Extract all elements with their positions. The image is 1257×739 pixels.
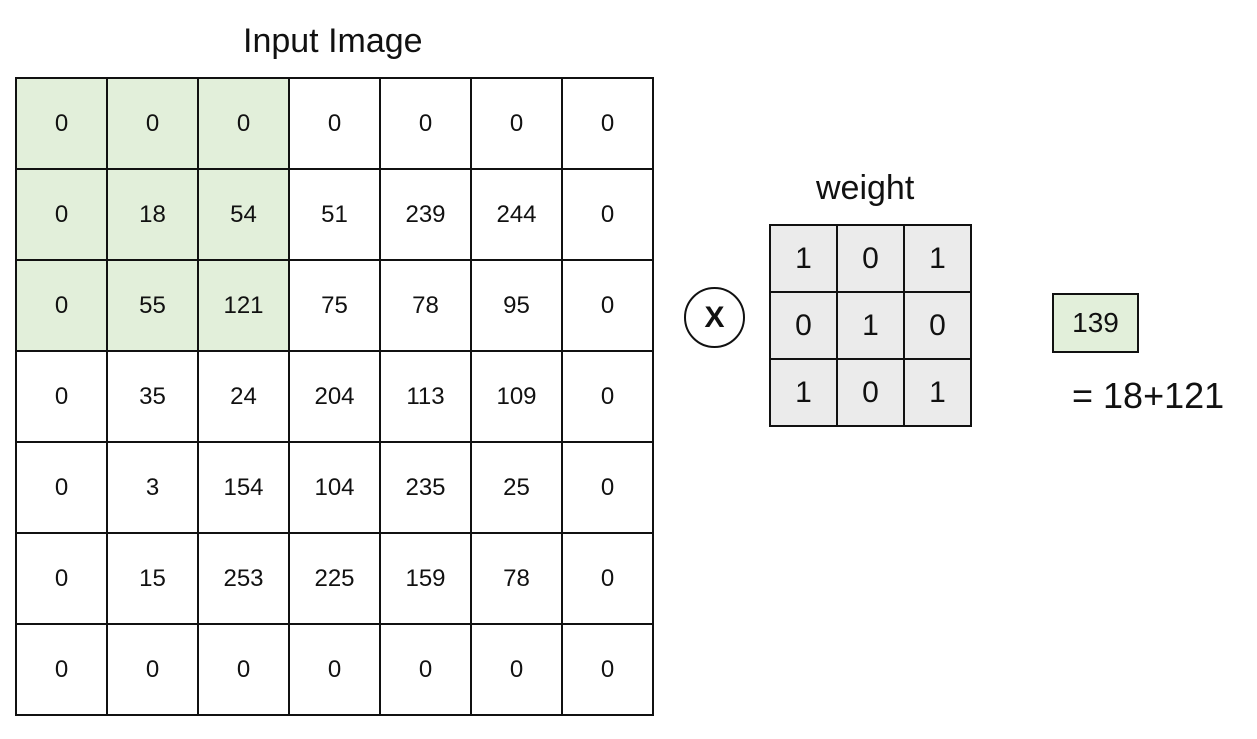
- input-cell: 78: [379, 259, 472, 352]
- input-cell: 51: [288, 168, 381, 261]
- input-cell: 235: [379, 441, 472, 534]
- input-row: 0 15 253 225 159 78 0: [15, 532, 654, 625]
- input-cell: 0: [197, 77, 290, 170]
- input-cell: 154: [197, 441, 290, 534]
- input-cell: 0: [197, 623, 290, 716]
- input-row: 0 35 24 204 113 109 0: [15, 350, 654, 443]
- input-cell: 0: [15, 259, 108, 352]
- input-cell: 225: [288, 532, 381, 625]
- input-cell: 3: [106, 441, 199, 534]
- input-cell: 0: [561, 259, 654, 352]
- input-cell: 239: [379, 168, 472, 261]
- input-image-grid: 0 0 0 0 0 0 0 0 18 54 51 239 244 0 0 55 …: [15, 77, 654, 716]
- input-cell: 0: [561, 532, 654, 625]
- input-cell: 0: [15, 77, 108, 170]
- input-cell: 0: [106, 77, 199, 170]
- input-cell: 159: [379, 532, 472, 625]
- input-cell: 0: [470, 77, 563, 170]
- input-cell: 0: [470, 623, 563, 716]
- input-row: 0 55 121 75 78 95 0: [15, 259, 654, 352]
- weight-cell: 1: [769, 224, 838, 293]
- weight-cell: 0: [836, 358, 905, 427]
- input-cell: 0: [288, 623, 381, 716]
- input-cell: 0: [15, 623, 108, 716]
- weight-cell: 1: [903, 358, 972, 427]
- input-cell: 0: [15, 441, 108, 534]
- input-cell: 55: [106, 259, 199, 352]
- input-row: 0 0 0 0 0 0 0: [15, 623, 654, 716]
- input-cell: 15: [106, 532, 199, 625]
- input-cell: 0: [15, 168, 108, 261]
- weight-row: 1 0 1: [769, 224, 972, 293]
- input-cell: 0: [561, 168, 654, 261]
- input-row: 0 0 0 0 0 0 0: [15, 77, 654, 170]
- input-cell: 253: [197, 532, 290, 625]
- input-cell: 75: [288, 259, 381, 352]
- weight-cell: 1: [903, 224, 972, 293]
- weight-title: weight: [816, 169, 915, 207]
- weight-cell: 1: [769, 358, 838, 427]
- input-cell: 0: [379, 623, 472, 716]
- input-cell: 0: [15, 350, 108, 443]
- weight-row: 0 1 0: [769, 291, 972, 360]
- weight-cell: 0: [769, 291, 838, 360]
- weight-row: 1 0 1: [769, 358, 972, 427]
- input-cell: 109: [470, 350, 563, 443]
- input-cell: 18: [106, 168, 199, 261]
- input-row: 0 18 54 51 239 244 0: [15, 168, 654, 261]
- input-cell: 0: [379, 77, 472, 170]
- input-cell: 95: [470, 259, 563, 352]
- input-cell: 104: [288, 441, 381, 534]
- input-cell: 244: [470, 168, 563, 261]
- input-cell: 113: [379, 350, 472, 443]
- result-value-box: 139: [1052, 293, 1139, 353]
- input-cell: 0: [561, 77, 654, 170]
- multiply-operator-icon: X: [684, 287, 745, 348]
- result-equation: = 18+121: [1072, 375, 1225, 416]
- input-cell: 204: [288, 350, 381, 443]
- weight-cell: 1: [836, 291, 905, 360]
- input-image-title: Input Image: [243, 22, 423, 60]
- input-cell: 54: [197, 168, 290, 261]
- input-row: 0 3 154 104 235 25 0: [15, 441, 654, 534]
- weight-cell: 0: [836, 224, 905, 293]
- input-cell: 0: [561, 623, 654, 716]
- input-cell: 78: [470, 532, 563, 625]
- input-cell: 25: [470, 441, 563, 534]
- input-cell: 24: [197, 350, 290, 443]
- input-cell: 35: [106, 350, 199, 443]
- weight-kernel-grid: 1 0 1 0 1 0 1 0 1: [769, 224, 972, 427]
- input-cell: 0: [106, 623, 199, 716]
- weight-cell: 0: [903, 291, 972, 360]
- input-cell: 0: [15, 532, 108, 625]
- input-cell: 121: [197, 259, 290, 352]
- input-cell: 0: [288, 77, 381, 170]
- input-cell: 0: [561, 441, 654, 534]
- input-cell: 0: [561, 350, 654, 443]
